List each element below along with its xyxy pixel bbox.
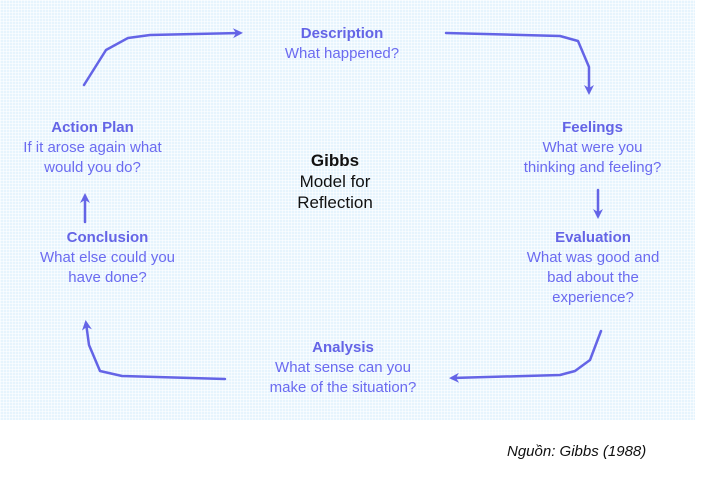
stage-action-plan: Action Plan If it arose again what would… [5, 118, 180, 178]
stage-text: have done? [68, 269, 147, 286]
center-subtitle: Model for [299, 172, 371, 191]
center-label: Gibbs Model for Reflection [265, 150, 405, 213]
stage-text: What sense can you [275, 359, 411, 376]
stage-text: What happened? [284, 45, 400, 62]
stage-title: Evaluation [555, 229, 631, 246]
stage-conclusion: Conclusion What else could you have done… [20, 228, 195, 288]
arrow-evaluation-to-analysis [449, 329, 603, 383]
stage-title: Feelings [562, 119, 623, 136]
stage-text: experience? [552, 289, 634, 306]
center-title: Gibbs [310, 151, 360, 170]
stage-title: Conclusion [66, 229, 149, 246]
stage-text: make of the situation? [269, 379, 417, 396]
stage-title: Description [300, 25, 384, 42]
stage-text: would you do? [44, 159, 141, 176]
stage-analysis: Analysis What sense can you make of the … [248, 338, 438, 398]
stage-text: If it arose again what [23, 139, 162, 156]
stage-text: What was good and [526, 249, 660, 266]
stage-text: thinking and feeling? [523, 159, 662, 176]
stage-description: Description What happened? [252, 24, 432, 64]
stage-feelings: Feelings What were you thinking and feel… [500, 118, 685, 178]
diagram-panel [0, 0, 695, 420]
source-caption: Nguồn: Gibbs (1988) [507, 443, 647, 460]
arrow-description-to-feelings [444, 31, 594, 95]
stage-title: Action Plan [51, 119, 134, 136]
stage-text: bad about the [547, 269, 639, 286]
stage-text: What were you [542, 139, 643, 156]
stage-text: What else could you [39, 249, 176, 266]
stage-title: Analysis [312, 339, 374, 356]
stage-evaluation: Evaluation What was good and bad about t… [503, 228, 683, 308]
arrow-analysis-to-conclusion [81, 320, 227, 381]
center-subtitle: Reflection [297, 193, 373, 212]
arrow-action-to-description [82, 28, 243, 87]
